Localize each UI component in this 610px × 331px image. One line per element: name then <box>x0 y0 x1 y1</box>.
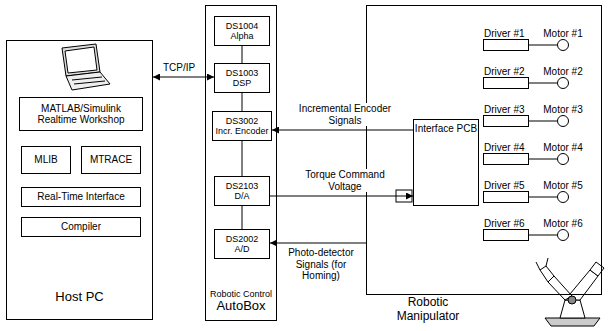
connector <box>529 45 557 46</box>
motor-symbol: Motor #3 <box>557 115 569 127</box>
node-label: DS3002 <box>226 116 259 126</box>
board-box: DS2103D/A <box>214 176 270 206</box>
connector <box>529 83 557 84</box>
connector <box>529 121 557 122</box>
label-group: Motor #3 <box>543 104 582 116</box>
connector <box>242 141 243 176</box>
node-label: DS1003 <box>226 68 259 78</box>
motor-symbol: Motor #6 <box>557 229 569 241</box>
connector <box>242 206 243 229</box>
label-group: Driver #6 <box>484 218 525 230</box>
node-label: DS2002 <box>226 234 259 244</box>
node-label: Host PC <box>7 290 152 305</box>
interface-pcb: Interface PCB <box>413 119 479 206</box>
node-label: D/A <box>234 191 249 201</box>
driver-box: Driver #6 <box>483 229 529 241</box>
autobox-panel: Robotic ControlAutoBoxDS1004AlphaDS1003D… <box>205 5 277 321</box>
label-group: Host PC <box>7 290 152 305</box>
label-group: Driver #4 <box>484 142 525 154</box>
label-group: Robotic Manipulator <box>383 296 473 324</box>
signal-label: Torque Command Voltage <box>297 169 393 192</box>
node-label: Alpha <box>230 31 253 41</box>
motor-symbol: Motor #4 <box>557 153 569 165</box>
connector <box>272 130 413 131</box>
node-label: Incr. Encoder <box>215 126 268 136</box>
node-label: Motor #5 <box>543 180 582 192</box>
label-group: Driver #3 <box>484 104 525 116</box>
label-group: Driver #5 <box>484 180 525 192</box>
laptop-icon <box>62 44 110 90</box>
node-label: Motor #6 <box>543 218 582 230</box>
node-label: Driver #5 <box>484 180 525 192</box>
node-label: AutoBox <box>206 299 276 314</box>
label-group: Motor #5 <box>543 180 582 192</box>
board-box: DS1003DSP <box>214 63 270 93</box>
driver-box: Driver #1 <box>483 39 529 51</box>
label-group: Driver #1 <box>484 28 525 40</box>
node-label: Compiler <box>61 221 101 233</box>
board-box: DS1004Alpha <box>214 16 270 46</box>
node-label: Robotic Control <box>206 289 276 299</box>
connector <box>529 197 557 198</box>
node-label: MLIB <box>34 154 57 166</box>
software-box: MTRACE <box>81 146 141 174</box>
connector <box>242 46 243 63</box>
node-label: A/D <box>234 244 249 254</box>
connector <box>270 243 366 244</box>
label-group: Driver #2 <box>484 66 525 78</box>
node-label: Motor #2 <box>543 66 582 78</box>
node-label: Interface PCB <box>414 123 478 135</box>
connector <box>242 93 243 111</box>
driver-box: Driver #5 <box>483 191 529 203</box>
node-label: DS2103 <box>226 181 259 191</box>
node-label: MATLAB/Simulink Realtime Workshop <box>20 103 142 126</box>
node-label: Motor #1 <box>543 28 582 40</box>
connector <box>529 235 557 236</box>
node-label: Driver #2 <box>484 66 525 78</box>
label-group: Robotic ControlAutoBox <box>206 289 276 314</box>
board-box: DS2002A/D <box>214 229 270 259</box>
motor-symbol: Motor #2 <box>557 77 569 89</box>
label-group: Interface PCB <box>414 123 478 135</box>
node-label: MTRACE <box>90 154 132 166</box>
node-label: Robotic Manipulator <box>383 296 473 324</box>
node-label: Driver #3 <box>484 104 525 116</box>
node-label: Driver #4 <box>484 142 525 154</box>
signal-label: Photo-detector Signals (for Homing) <box>277 247 365 282</box>
software-box: Real-Time Interface <box>21 187 141 207</box>
manipulator-panel: Robotic ManipulatorInterface PCBDriver #… <box>366 5 602 295</box>
driver-box: Driver #4 <box>483 153 529 165</box>
node-label: Real-Time Interface <box>37 191 124 203</box>
label-group: Motor #4 <box>543 142 582 154</box>
signal-label: TCP/IP <box>161 62 197 74</box>
motor-symbol: Motor #1 <box>557 39 569 51</box>
driver-box: Driver #2 <box>483 77 529 89</box>
software-box: MATLAB/Simulink Realtime Workshop <box>19 97 143 131</box>
motor-symbol: Motor #5 <box>557 191 569 203</box>
robot-illustration <box>536 258 604 326</box>
node-label: Driver #1 <box>484 28 525 40</box>
software-box: MLIB <box>21 146 71 174</box>
connector <box>529 159 557 160</box>
label-group: Motor #2 <box>543 66 582 78</box>
host-pc-panel: Host PC MATLAB/Simulink Realtime Workshop… <box>6 40 153 320</box>
driver-box: Driver #3 <box>483 115 529 127</box>
signal-label: Incremental Encoder Signals <box>287 103 403 126</box>
label-group: Motor #6 <box>543 218 582 230</box>
node-label: Motor #3 <box>543 104 582 116</box>
connector <box>270 196 413 197</box>
label-group: Motor #1 <box>543 28 582 40</box>
node-label: Motor #4 <box>543 142 582 154</box>
node-label: DSP <box>233 78 252 88</box>
node-label: Driver #6 <box>484 218 525 230</box>
software-box: Compiler <box>21 217 141 237</box>
node-label: DS1004 <box>226 21 259 31</box>
board-box: DS3002Incr. Encoder <box>212 111 272 141</box>
